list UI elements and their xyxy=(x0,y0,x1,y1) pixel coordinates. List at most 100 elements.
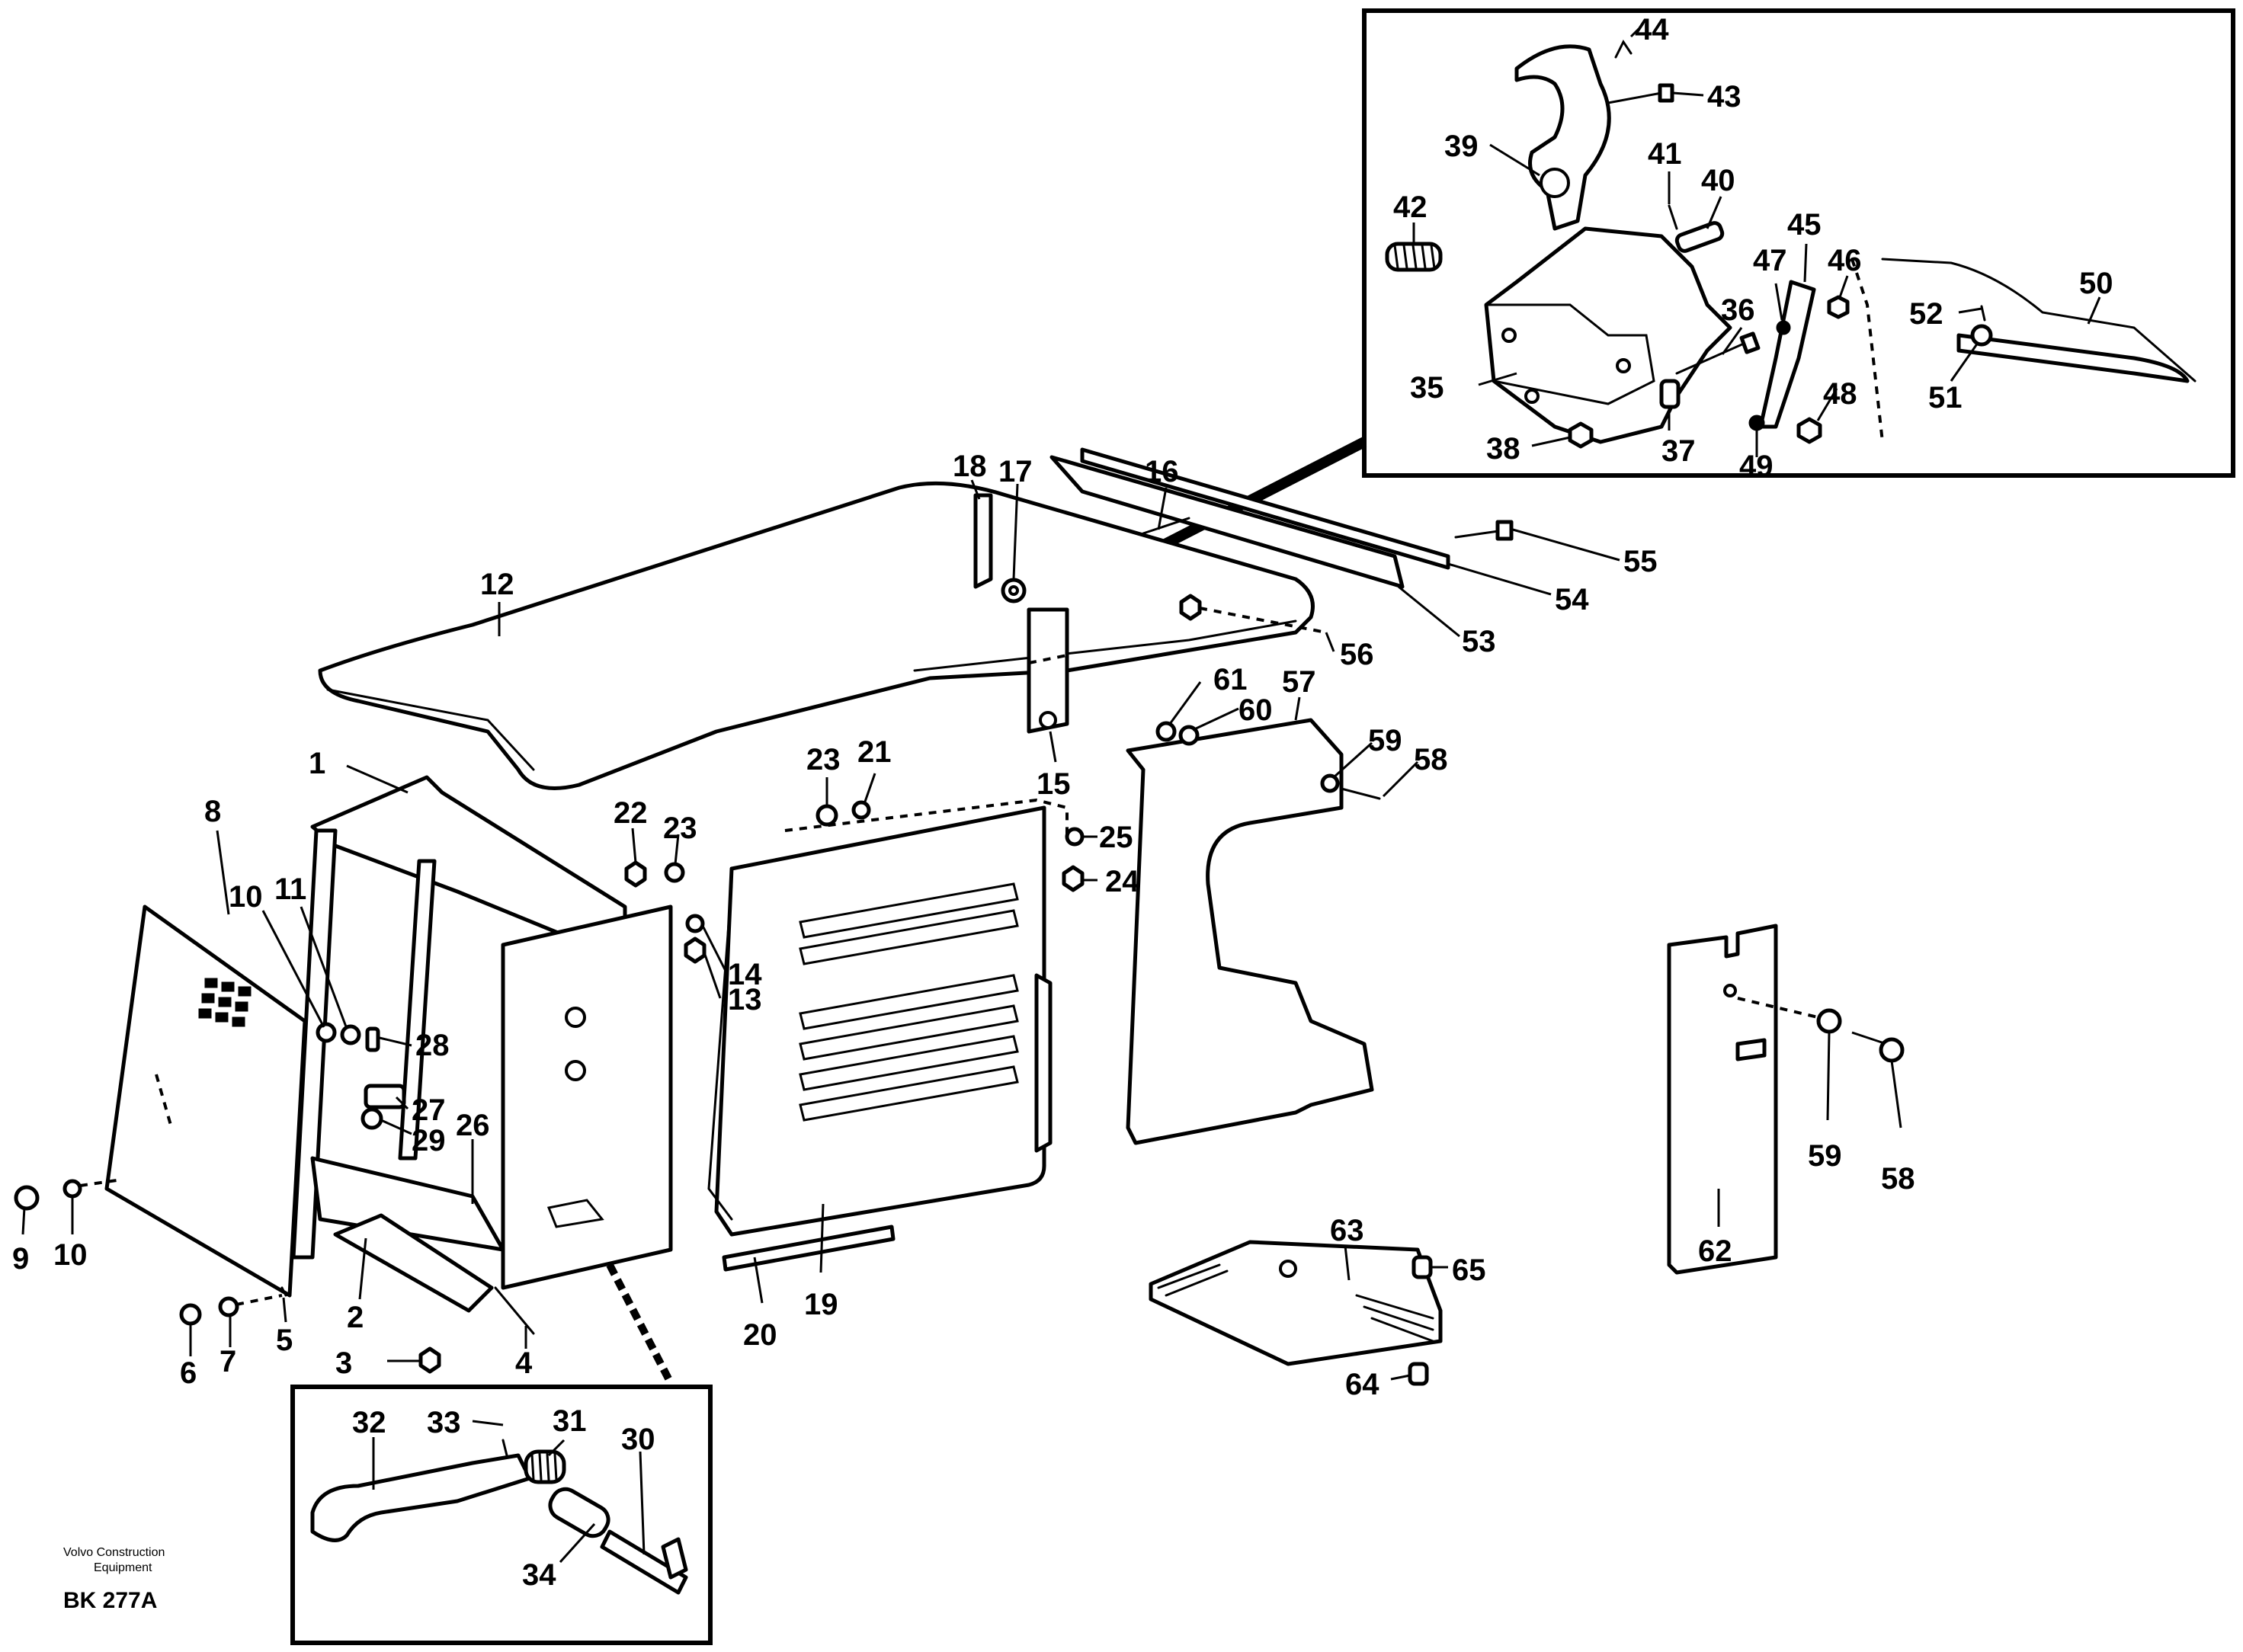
callout-11: 11 xyxy=(274,872,306,906)
shaft-30 xyxy=(600,1529,688,1595)
callout-29: 29 xyxy=(412,1124,446,1157)
leader-58-rear xyxy=(1382,760,1419,798)
door-vents-upper xyxy=(799,882,1019,965)
floor-mat-assembly xyxy=(1149,1240,1443,1386)
washer-25 xyxy=(1065,827,1085,847)
callout-21: 21 xyxy=(857,735,892,769)
callout-13: 13 xyxy=(728,983,762,1016)
callout-46: 46 xyxy=(1828,244,1862,277)
lock-detail-inset xyxy=(290,1263,713,1645)
latch-detail-frame xyxy=(1362,8,2235,478)
callout-3: 3 xyxy=(335,1346,352,1380)
brand-line-1: Volvo Construction xyxy=(63,1546,165,1559)
spring-31 xyxy=(524,1449,566,1484)
callout-63: 63 xyxy=(1330,1214,1364,1247)
bolt-58-rear xyxy=(1340,787,1381,800)
washer-60 xyxy=(1178,725,1200,746)
leader-21 xyxy=(864,773,876,802)
leader-5 xyxy=(282,1297,287,1323)
leader-64 xyxy=(1390,1374,1411,1381)
leader-43 xyxy=(1672,91,1704,97)
nut-13 xyxy=(684,936,707,964)
leader-17 xyxy=(1012,483,1019,580)
hood-cover-12 xyxy=(318,481,1315,790)
washer-23-left xyxy=(664,862,685,883)
rear-panel-57 xyxy=(1126,718,1374,1145)
callout-54: 54 xyxy=(1555,583,1589,616)
door-seal-20 xyxy=(722,1225,896,1272)
callout-9: 9 xyxy=(12,1242,29,1276)
callout-8: 8 xyxy=(204,795,221,828)
callout-52: 52 xyxy=(1909,297,1943,331)
rod-50-linkage xyxy=(1850,258,1884,443)
door-vents-lower xyxy=(799,974,1019,1122)
callout-38: 38 xyxy=(1486,432,1520,466)
drawing-code: BK 277A xyxy=(63,1588,157,1613)
leader-48 xyxy=(1816,388,1838,421)
leader-34 xyxy=(559,1522,596,1564)
bolt-58-plate-head xyxy=(1879,1037,1905,1063)
callout-4: 4 xyxy=(515,1346,533,1380)
leader-46 xyxy=(1838,275,1849,298)
floor-mat-texture-left xyxy=(1157,1263,1229,1297)
leader-20 xyxy=(753,1257,764,1304)
pin-40 xyxy=(1674,221,1725,253)
leader-10a xyxy=(261,910,325,1028)
leader-31 xyxy=(547,1439,566,1457)
hinge-bracket-dash xyxy=(1028,654,1068,664)
callout-65: 65 xyxy=(1452,1253,1486,1287)
callout-36: 36 xyxy=(1721,293,1755,327)
plate-62-assembly xyxy=(1667,924,1905,1275)
callout-61: 61 xyxy=(1213,663,1248,696)
bolt-28 xyxy=(365,1026,380,1052)
spacer-37 xyxy=(1659,379,1681,409)
leader-59-rear xyxy=(1332,741,1373,779)
callout-20: 20 xyxy=(743,1318,777,1352)
leader-27 xyxy=(395,1096,409,1110)
callout-23-top: 23 xyxy=(806,743,841,776)
leader-15 xyxy=(1049,731,1057,763)
floor-mat-hole xyxy=(1279,1260,1297,1278)
callout-41: 41 xyxy=(1648,137,1682,171)
nut-64 xyxy=(1408,1362,1429,1386)
hook-pivot xyxy=(1540,168,1570,198)
hinge-pin-15 xyxy=(1039,711,1057,729)
callout-30: 30 xyxy=(621,1423,655,1456)
callout-34: 34 xyxy=(522,1558,556,1592)
plate-62-hole xyxy=(1723,984,1737,997)
cotter-41 xyxy=(1668,204,1678,230)
bushing-34 xyxy=(548,1487,610,1538)
callout-55: 55 xyxy=(1623,545,1658,578)
callout-15: 15 xyxy=(1037,767,1071,801)
floor-mat-63 xyxy=(1149,1240,1443,1366)
callout-18: 18 xyxy=(953,450,987,483)
latch-hole-b xyxy=(1524,389,1540,404)
leader-63 xyxy=(1344,1245,1351,1281)
hood-rear-edge xyxy=(913,620,1297,672)
latch-arm-32 xyxy=(310,1453,532,1542)
plate-62-clip xyxy=(1735,1038,1767,1061)
callout-12: 12 xyxy=(480,568,514,601)
main-leaders xyxy=(21,479,1902,1381)
leader-58-plate xyxy=(1890,1060,1902,1129)
callout-60: 60 xyxy=(1238,693,1273,727)
fastener-dash-9 xyxy=(79,1178,123,1187)
callout-56: 56 xyxy=(1340,638,1374,671)
leader-50 xyxy=(2087,296,2101,325)
callout-58-plate: 58 xyxy=(1881,1162,1915,1196)
inset-connector-lower xyxy=(606,1263,675,1385)
spring-42 xyxy=(1385,242,1443,272)
callout-53: 53 xyxy=(1462,625,1496,658)
callout-64: 64 xyxy=(1345,1368,1379,1401)
washer-29 xyxy=(360,1107,383,1130)
callout-43: 43 xyxy=(1707,80,1742,114)
callout-6: 6 xyxy=(180,1356,197,1390)
callout-50: 50 xyxy=(2079,267,2113,300)
drawing-footer: Volvo Construction Equipment BK 277A xyxy=(63,1546,165,1613)
leader-59-plate xyxy=(1826,1032,1831,1121)
clip-51 xyxy=(1970,324,1993,347)
pin-4 xyxy=(494,1286,535,1335)
leader-23b xyxy=(674,834,680,865)
leader-61 xyxy=(1168,681,1202,725)
latch-housing-face xyxy=(1485,303,1655,405)
